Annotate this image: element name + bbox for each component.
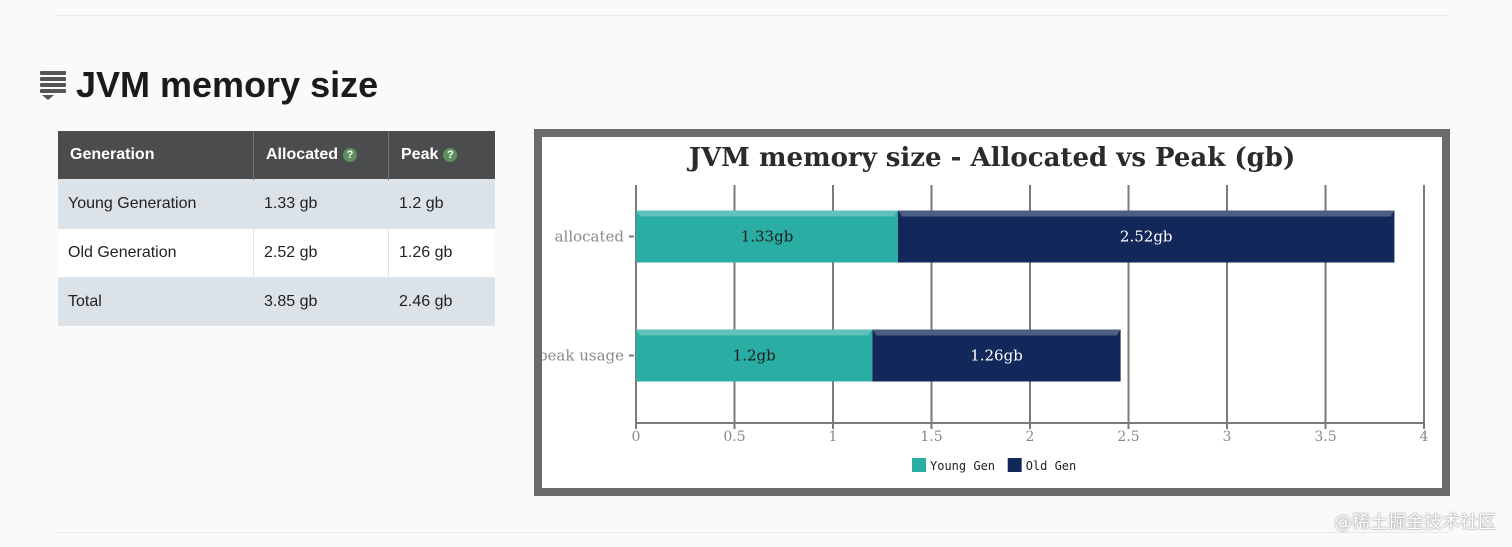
bar-bevel <box>872 329 1121 336</box>
table-cell-generation: Old Generation <box>58 228 254 278</box>
legend-swatch <box>912 458 926 472</box>
chart-frame: JVM memory size - Allocated vs Peak (gb)… <box>534 129 1450 496</box>
memory-table: Generation Allocated? Peak? Young Genera… <box>58 131 495 326</box>
x-tick-label: 1.5 <box>920 429 942 445</box>
table-cell-peak: 2.46 gb <box>388 277 495 326</box>
bar-bevel <box>636 329 873 336</box>
bar-segment <box>898 210 1395 263</box>
x-tick-label: 2 <box>1026 429 1035 445</box>
table-cell-generation: Total <box>58 277 254 326</box>
watermark: @稀土掘金技术社区 <box>1334 512 1496 533</box>
section-header: JVM memory size <box>38 62 378 108</box>
memory-bar-chart: JVM memory size - Allocated vs Peak (gb)… <box>542 143 1429 473</box>
table-row: Young Generation 1.33 gb 1.2 gb <box>58 179 495 229</box>
bar-bevel <box>636 210 899 217</box>
x-tick-label: 0.5 <box>723 429 745 445</box>
document-stack-icon <box>40 71 66 100</box>
table-cell-generation: Young Generation <box>58 179 254 229</box>
table-cell-peak: 1.2 gb <box>388 179 495 229</box>
bottom-divider <box>56 532 1448 533</box>
x-tick-label: 3.5 <box>1314 429 1336 445</box>
column-header-allocated: Allocated? <box>253 131 389 180</box>
y-category-label: peak usage <box>542 347 624 365</box>
bar-segment <box>636 210 899 263</box>
section-title: JVM memory size <box>76 64 379 105</box>
y-category-label: allocated <box>555 228 625 246</box>
data-label: 2.52gb <box>1120 228 1173 246</box>
x-tick-label: 2.5 <box>1117 429 1139 445</box>
x-tick-label: 3 <box>1223 429 1232 445</box>
data-label: 1.26gb <box>970 347 1023 365</box>
help-icon[interactable]: ? <box>343 148 358 162</box>
table-cell-allocated: 1.33 gb <box>253 179 389 229</box>
column-header-peak: Peak? <box>388 131 495 180</box>
data-label: 1.33gb <box>741 228 794 246</box>
table-row: Total 3.85 gb 2.46 gb <box>58 277 495 326</box>
table-cell-peak: 1.26 gb <box>388 228 495 278</box>
x-tick-label: 0 <box>632 429 641 445</box>
bar-segment <box>636 329 873 382</box>
table-cell-allocated: 3.85 gb <box>253 277 389 326</box>
bar-bevel <box>898 210 1395 217</box>
legend-label: Old Gen <box>1026 459 1077 473</box>
table-header-row: Generation Allocated? Peak? <box>58 131 495 180</box>
legend-label: Young Gen <box>930 459 995 473</box>
bar-segment <box>872 329 1121 382</box>
chart-area: JVM memory size - Allocated vs Peak (gb)… <box>542 137 1442 488</box>
table-cell-allocated: 2.52 gb <box>253 228 389 278</box>
x-tick-label: 4 <box>1420 429 1429 445</box>
help-icon[interactable]: ? <box>443 148 458 162</box>
table-row: Old Generation 2.52 gb 1.26 gb <box>58 228 495 278</box>
x-tick-label: 1 <box>829 429 838 445</box>
data-label: 1.2gb <box>733 347 776 365</box>
column-header-generation: Generation <box>58 131 254 180</box>
chart-title: JVM memory size - Allocated vs Peak (gb) <box>687 143 1296 173</box>
legend-swatch <box>1007 458 1022 472</box>
top-divider <box>56 15 1448 16</box>
